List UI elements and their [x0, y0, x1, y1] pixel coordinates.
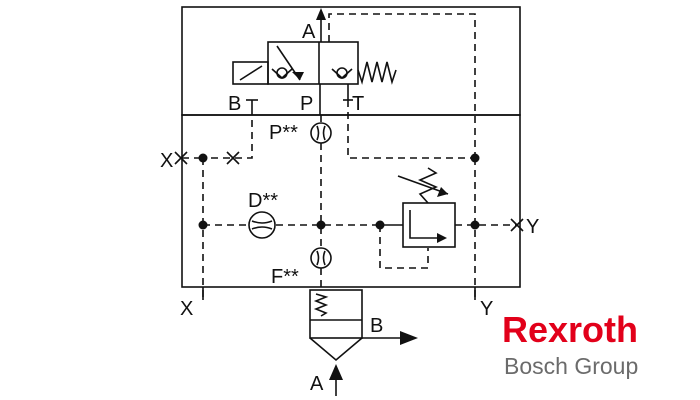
- label-y-bottom: Y: [480, 298, 493, 320]
- orifice-d-restriction: [251, 220, 273, 230]
- orifice-p-icon: [310, 122, 332, 144]
- directional-valve-body: [267, 41, 359, 85]
- relief-valve-arrow-path: [409, 210, 437, 239]
- orifice-d-icon: [248, 211, 276, 239]
- main-poppet-cone: [309, 337, 363, 362]
- label-a-in: A: [310, 373, 324, 395]
- check-seat-left: [271, 68, 293, 80]
- junction-dot: [375, 220, 385, 230]
- label-orifice-f: F**: [271, 266, 299, 288]
- pilot-line-relief-drain: [379, 225, 429, 269]
- pilot-line-b: [203, 108, 253, 159]
- label-y-right: Y: [526, 216, 539, 238]
- label-p-top: P: [300, 93, 313, 115]
- main-poppet-body: [309, 289, 363, 339]
- orifice-f-restriction: [316, 250, 326, 266]
- junction-dot: [198, 220, 208, 230]
- label-x-bottom: X: [180, 298, 193, 320]
- cover-block: [181, 114, 521, 288]
- x-plug-cross-1b: [174, 151, 188, 165]
- orifice-f-icon: [310, 247, 332, 269]
- brand-group-text: Bosch Group: [504, 353, 638, 379]
- label-b-out: B: [370, 315, 383, 337]
- junction-dot: [470, 153, 480, 163]
- label-b-top: B: [228, 93, 241, 115]
- label-x-left: X: [160, 150, 173, 172]
- a-inlet-arrow-icon: [329, 364, 343, 380]
- check-ball-left: [276, 67, 288, 79]
- b-outlet-arrow-icon: [400, 331, 418, 345]
- relief-spring-icon: [418, 167, 438, 204]
- x-plug-cross-2b: [226, 151, 240, 165]
- brand-logo-text: Rexroth: [502, 309, 638, 350]
- solenoid-coil-diagonal: [239, 65, 263, 81]
- pilot-line-top-loop: [328, 13, 476, 158]
- spring-icon: [357, 61, 397, 85]
- label-t-top: T: [352, 93, 364, 115]
- y-plug-cross-b: [510, 218, 524, 232]
- check-ball-right: [336, 67, 348, 79]
- pilot-line-t: [347, 100, 475, 159]
- a-port-arrow-icon: [316, 8, 326, 20]
- label-orifice-d: D**: [248, 190, 278, 212]
- check-seat-right: [331, 68, 353, 80]
- orifice-p-restriction: [316, 125, 326, 141]
- label-orifice-p: P**: [269, 122, 298, 144]
- junction-dot: [316, 220, 326, 230]
- junction-dot: [470, 220, 480, 230]
- label-a-top: A: [302, 21, 316, 43]
- adjustable-arrow-head-icon: [437, 187, 448, 197]
- relief-arrow-head-icon: [437, 233, 447, 243]
- flow-arrow-head-icon: [292, 72, 304, 80]
- junction-dot: [198, 153, 208, 163]
- main-poppet-spring-icon: [313, 293, 329, 317]
